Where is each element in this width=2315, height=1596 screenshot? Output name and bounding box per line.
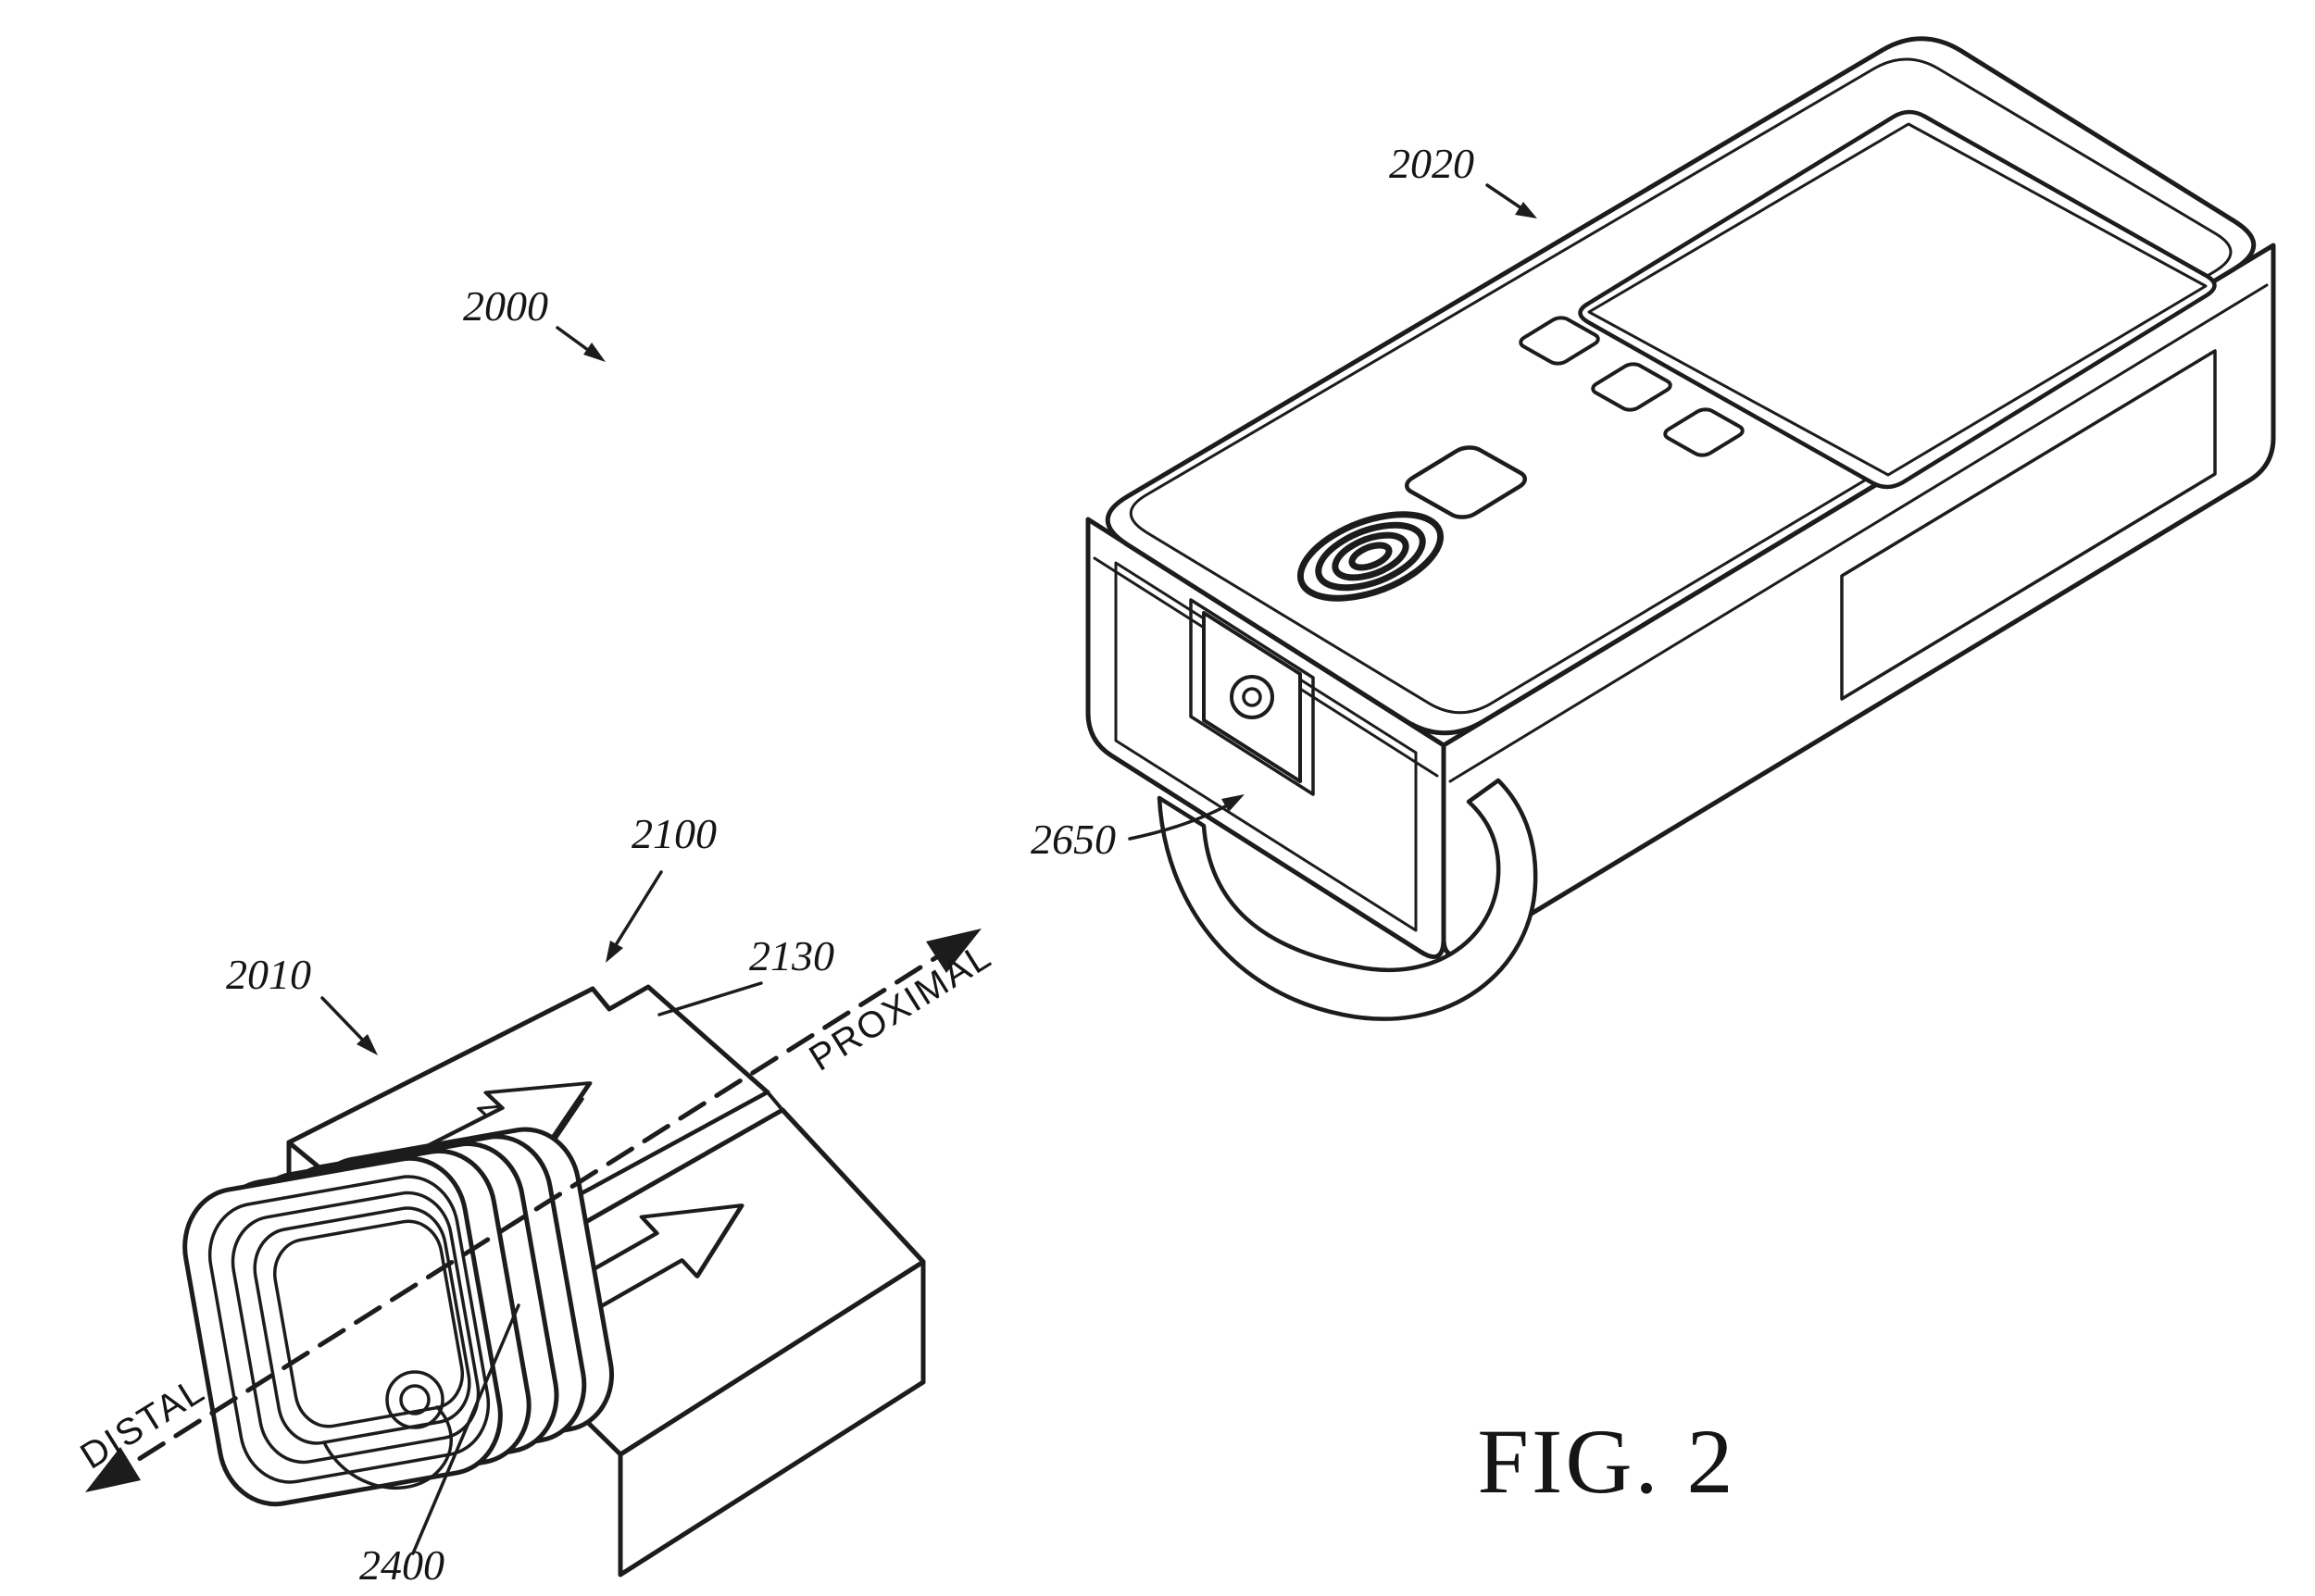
distal-arrowhead-icon bbox=[85, 1447, 141, 1492]
reader-device-drawing bbox=[1088, 36, 2276, 1021]
leader-2100-arrowhead-icon bbox=[606, 941, 623, 963]
label-2400: 2400 bbox=[359, 1303, 520, 1589]
speaker-ring-2 bbox=[1299, 514, 1443, 599]
reader-seam-side bbox=[1448, 283, 2269, 783]
label-2020: 2020 bbox=[1389, 140, 1537, 218]
label-2000: 2000 bbox=[463, 282, 606, 362]
numeral-2130: 2130 bbox=[749, 932, 834, 979]
inner-tube bbox=[322, 1405, 453, 1490]
speaker-ring-4 bbox=[1345, 542, 1396, 572]
reader-button-1 bbox=[1517, 316, 1603, 367]
label-2010: 2010 bbox=[226, 951, 378, 1055]
bellows-drawing bbox=[175, 1121, 620, 1513]
camera-lens-dot bbox=[1242, 687, 1262, 707]
plunger-outer bbox=[385, 1370, 444, 1429]
numeral-2400: 2400 bbox=[359, 1541, 444, 1589]
opening-ring-4 bbox=[269, 1216, 469, 1432]
reader-button-2 bbox=[1589, 362, 1675, 413]
reader-screen-inner bbox=[1587, 122, 2208, 477]
axis-line bbox=[101, 938, 966, 1484]
reader-side-face bbox=[1441, 243, 2276, 958]
leader-2010-arrowhead-icon bbox=[357, 1034, 378, 1055]
leader-2400 bbox=[411, 1303, 520, 1555]
proximal-arrowhead-icon bbox=[926, 929, 982, 973]
reader-top-rim bbox=[1129, 57, 2233, 715]
numeral-2100: 2100 bbox=[632, 810, 717, 857]
leader-2000-arrowhead-icon bbox=[583, 343, 606, 362]
label-2130: 2130 bbox=[657, 932, 834, 1016]
speaker-ring-1 bbox=[1274, 499, 1467, 614]
numeral-2020: 2020 bbox=[1389, 140, 1474, 187]
leader-2130 bbox=[657, 981, 763, 1016]
reference-labels: 2000 2020 2650 2100 2130 2010 bbox=[226, 140, 1537, 1589]
camera-window bbox=[1189, 598, 1315, 796]
figure-caption: FIG. 2 bbox=[1477, 1410, 1735, 1513]
reader-buttons bbox=[1517, 316, 1747, 458]
speaker-grille-icon bbox=[1274, 499, 1467, 614]
label-2650: 2650 bbox=[1031, 794, 1245, 863]
numeral-2010: 2010 bbox=[226, 951, 311, 998]
plunger-inner bbox=[399, 1384, 431, 1415]
belt-clip bbox=[1157, 778, 1538, 1021]
camera-square bbox=[1202, 611, 1302, 783]
leader-2650-arrowhead-icon bbox=[1221, 794, 1245, 812]
leader-2020-arrowhead-icon bbox=[1515, 202, 1537, 218]
label-2100: 2100 bbox=[606, 810, 717, 963]
reader-front-panel bbox=[1114, 561, 1418, 932]
leader-2100 bbox=[607, 870, 663, 957]
numeral-2000: 2000 bbox=[463, 282, 548, 330]
camera-lens-icon bbox=[1230, 675, 1274, 719]
applicator-drawing bbox=[175, 987, 923, 1575]
opening-ring-2 bbox=[226, 1186, 486, 1468]
speaker-ring-3 bbox=[1322, 528, 1420, 585]
numeral-2650: 2650 bbox=[1031, 816, 1116, 863]
reader-side-recess bbox=[1840, 349, 2217, 701]
reader-button-3 bbox=[1661, 407, 1747, 458]
opening-ring-3 bbox=[248, 1203, 476, 1450]
opening-ring-1 bbox=[202, 1169, 497, 1490]
reader-large-button bbox=[1400, 443, 1532, 521]
camera-recess bbox=[1189, 598, 1315, 796]
